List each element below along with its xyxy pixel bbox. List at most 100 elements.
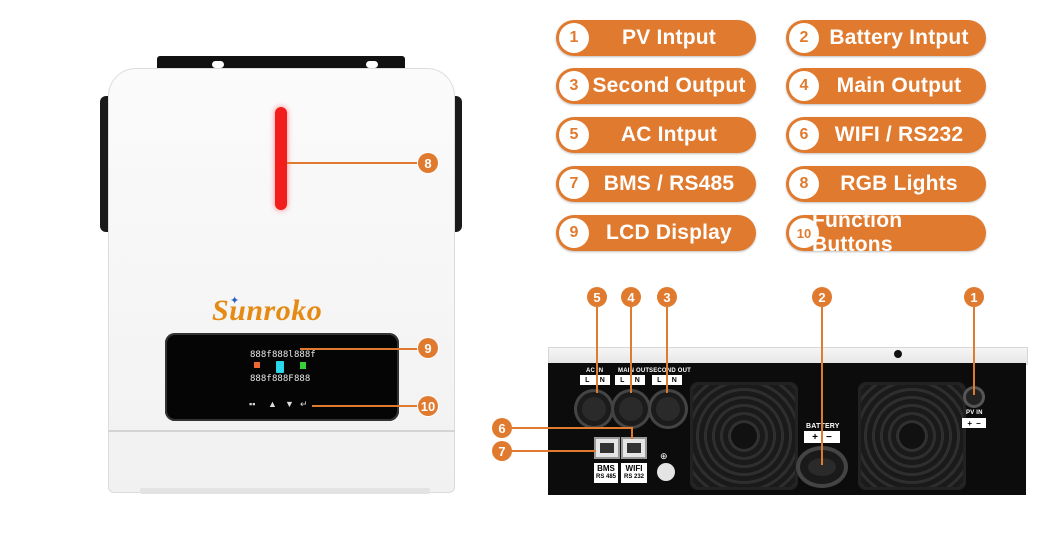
legend-item-lcd-display: 9 LCD Display: [556, 215, 756, 251]
mounting-hole: [366, 61, 378, 68]
main-out-label: MAIN OUT: [618, 368, 650, 374]
star-icon: ✦: [230, 295, 240, 307]
lcd-pv-icon: [254, 362, 260, 368]
ac-in-port: [574, 389, 614, 429]
ground-terminal: [657, 463, 675, 481]
leader-line: [630, 307, 632, 393]
legend-number: 8: [789, 169, 819, 199]
legend-item-bms-rs485: 7 BMS / RS485: [556, 166, 756, 202]
lcd-load-icon: [300, 362, 306, 369]
lcd-segment: 888f: [250, 350, 272, 360]
leader-line: [512, 427, 632, 429]
callout-6: 6: [492, 418, 512, 438]
terminal-n: N: [671, 376, 677, 384]
bms-rs485-port: [594, 437, 620, 459]
legend-item-second-output: 3 Second Output: [556, 68, 756, 104]
legend-item-pv-input: 1 PV Intput: [556, 20, 756, 56]
leader-line: [312, 405, 420, 407]
main-out-port: [611, 389, 651, 429]
leader-line: [973, 307, 975, 395]
wifi-rs232-port: [621, 437, 647, 459]
wifi-text: WIFI: [625, 464, 643, 473]
legend-item-battery-input: 2 Battery Intput: [786, 20, 986, 56]
legend-number: 4: [789, 71, 819, 101]
legend-item-wifi-rs232: 6 WIFI / RS232: [786, 117, 986, 153]
terminal-l: L: [620, 376, 625, 384]
minus-symbol: −: [826, 431, 832, 443]
fan-hub: [897, 421, 927, 451]
callout-4: 4: [621, 287, 641, 307]
lcd-segment: 888f: [294, 350, 316, 360]
leader-line: [596, 307, 598, 393]
legend-number: 3: [559, 71, 589, 101]
legend-label: Function Buttons: [812, 209, 903, 256]
legend-label: PV Intput: [622, 26, 716, 49]
lcd-segment: 888f: [250, 374, 272, 384]
legend-label: Second Output: [592, 74, 746, 97]
brand-name: Sunroko: [212, 294, 323, 327]
second-out-label: SECOND OUT: [649, 368, 692, 374]
leader-line: [300, 348, 420, 350]
enter-button-icon[interactable]: ↵: [300, 399, 308, 409]
legend-number: 2: [789, 23, 819, 53]
body-divider: [108, 430, 455, 432]
second-out-port: [648, 389, 688, 429]
legend-label: RGB Lights: [840, 172, 958, 195]
legend-number: 1: [559, 23, 589, 53]
pv-in-label: PV IN: [966, 410, 983, 416]
bms-text: BMS: [597, 464, 615, 473]
callout-3: 3: [657, 287, 677, 307]
up-button-icon[interactable]: ▲: [268, 399, 277, 409]
mounting-hole: [212, 61, 224, 68]
legend-number: 5: [559, 120, 589, 150]
leader-line: [512, 450, 596, 452]
terminal-l: L: [585, 376, 590, 384]
legend-number: 9: [559, 218, 589, 248]
fan-hub: [729, 421, 759, 451]
legend-label: AC Intput: [620, 123, 718, 146]
callout-9: 9: [418, 338, 438, 358]
leader-line: [287, 162, 420, 164]
terminal-l: L: [657, 376, 662, 384]
pv-polarity-box: + −: [962, 418, 986, 428]
rs485-text: RS 485: [595, 474, 616, 480]
brand-logo: Sunroko ✦: [212, 294, 322, 328]
legend-number: 6: [789, 120, 819, 150]
legend-label: BMS / RS485: [603, 172, 735, 195]
callout-5: 5: [587, 287, 607, 307]
legend-label: LCD Display: [606, 221, 732, 244]
body-base: [140, 488, 430, 494]
callout-7: 7: [492, 441, 512, 461]
legend-number: 7: [559, 169, 589, 199]
bms-port-label: BMS RS 485: [594, 463, 618, 483]
callout-2: 2: [812, 287, 832, 307]
legend-item-main-output: 4 Main Output: [786, 68, 986, 104]
rs232-text: RS 232: [623, 474, 644, 480]
callout-1: 1: [964, 287, 984, 307]
ac-in-label: AC IN: [586, 368, 604, 374]
lcd-segment: 888l: [272, 350, 294, 360]
legend-item-function-buttons: 10 Function Buttons: [786, 209, 986, 256]
leader-line: [666, 307, 668, 393]
legend-label: WIFI / RS232: [834, 123, 964, 146]
lcd-segment: 888: [294, 374, 311, 384]
ac-in-ln-box: L N: [580, 375, 610, 385]
lcd-segment: 888F: [272, 374, 294, 384]
minus-symbol: −: [976, 418, 981, 428]
plus-symbol: +: [812, 431, 818, 443]
ground-icon: ⊕: [660, 451, 668, 461]
down-button-icon[interactable]: ▼: [285, 399, 294, 409]
legend-item-rgb-lights: 8 RGB Lights: [786, 166, 986, 202]
terminal-n: N: [599, 376, 605, 384]
callout-8: 8: [418, 153, 438, 173]
terminal-n: N: [634, 376, 640, 384]
legend-label: Battery Intput: [829, 26, 969, 49]
lcd-battery-icon: [276, 361, 284, 373]
menu-button-icon[interactable]: ▪▪: [249, 399, 256, 409]
screw-icon: [894, 350, 902, 358]
pv-in-port: [963, 386, 985, 408]
leader-line: [631, 427, 633, 439]
callout-10: 10: [418, 396, 438, 416]
legend-number: 10: [789, 218, 819, 248]
legend-item-ac-input: 5 AC Intput: [556, 117, 756, 153]
